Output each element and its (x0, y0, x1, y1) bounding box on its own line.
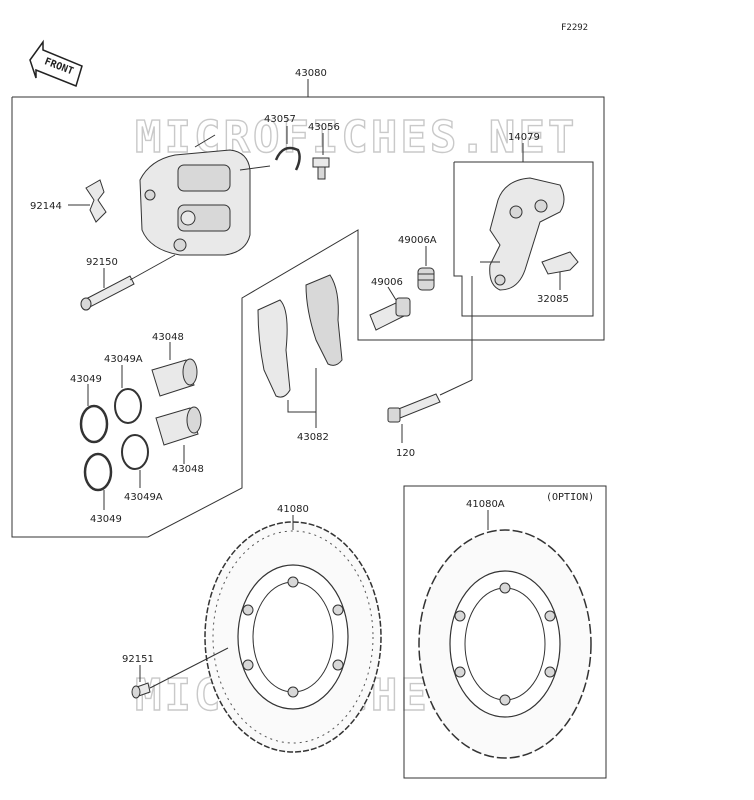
boot-part (369, 286, 411, 331)
label-bolt: 120 (396, 448, 415, 459)
boot-a-part (417, 246, 435, 291)
label-bleeder: 43056 (308, 122, 340, 133)
label-boot-a: 49006A (398, 235, 437, 246)
label-seal-a-bottom: 43049A (124, 492, 163, 503)
label-pin-clip: 43057 (264, 114, 296, 125)
piston-top-part (151, 342, 198, 397)
brake-disc-option-part (418, 510, 592, 759)
screw-part (131, 647, 229, 699)
front-arrow-icon: FRONT (29, 39, 83, 88)
brake-disc-part (204, 515, 382, 753)
label-screw: 92151 (122, 654, 154, 665)
bolt-part (387, 276, 473, 443)
seal-a-bottom-part (121, 434, 149, 488)
caliper-body (139, 134, 251, 256)
label-pad-spring: 32085 (537, 294, 569, 305)
label-disc: 41080 (277, 504, 309, 515)
label-bracket: 14079 (508, 132, 540, 143)
label-piston-bottom: 43048 (172, 464, 204, 475)
seal-top-part (79, 384, 109, 444)
brake-pads-part (257, 274, 343, 428)
bracket-boundary (453, 161, 594, 317)
piston-bottom-part (155, 406, 202, 464)
bracket-part (480, 177, 565, 291)
spring-part (68, 179, 107, 223)
option-label: (OPTION) (546, 492, 594, 503)
caliper-assy-boundary (11, 96, 605, 538)
pin-part (80, 254, 176, 311)
label-pin: 92150 (86, 257, 118, 268)
seal-a-top-part (114, 365, 142, 424)
label-boot: 49006 (371, 277, 403, 288)
seal-bottom-part (83, 452, 113, 510)
label-spring: 92144 (30, 201, 62, 212)
label-pads: 43082 (297, 432, 329, 443)
pad-spring-part (541, 251, 579, 290)
label-disc-option: 41080A (466, 499, 505, 510)
pin-clip-part (239, 126, 301, 171)
label-piston-top: 43048 (152, 332, 184, 343)
option-boundary (403, 485, 607, 779)
label-seal-a-top: 43049A (104, 354, 143, 365)
figure-code: F2292 (561, 23, 588, 33)
label-seal-bottom: 43049 (90, 514, 122, 525)
label-caliper-assy: 43080 (295, 68, 327, 79)
label-seal-top: 43049 (70, 374, 102, 385)
bleeder-part (312, 133, 330, 180)
